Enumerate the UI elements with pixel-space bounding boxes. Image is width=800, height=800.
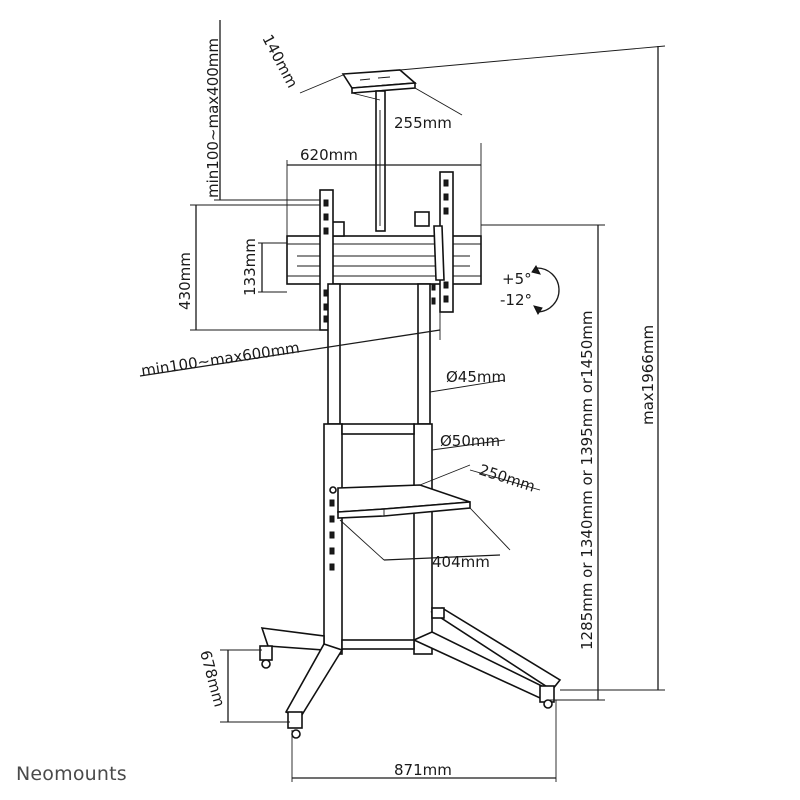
label-lower-pole-diameter: Ø50mm bbox=[440, 432, 500, 450]
label-shelf-width: 404mm bbox=[432, 553, 490, 571]
label-tray-depth: 140mm bbox=[258, 31, 301, 91]
label-plate-height: 430mm bbox=[176, 252, 194, 310]
label-base-width: 871mm bbox=[394, 761, 452, 779]
label-vesa-width-range: min100~max600mm bbox=[140, 338, 301, 379]
label-shelf-depth: 250mm bbox=[477, 461, 538, 496]
base-feet bbox=[259, 607, 562, 739]
label-base-depth: 678mm bbox=[196, 648, 228, 709]
shelf bbox=[329, 484, 471, 519]
label-vesa-height-range: min100~max400mm bbox=[204, 38, 222, 198]
label-tray-width: 255mm bbox=[394, 114, 452, 132]
brand-logo: Neomounts bbox=[16, 763, 127, 785]
label-center-heights: 1285mm or 1340mm or 1395mm or1450mm bbox=[578, 311, 596, 650]
mounting-plate bbox=[286, 171, 482, 331]
top-tray bbox=[341, 69, 417, 232]
label-tilt-up: +5° bbox=[502, 270, 532, 288]
dimension-lines bbox=[139, 20, 665, 782]
lower-poles bbox=[323, 423, 433, 655]
dimension-labels: 140mm min100~max400mm 255mm 620mm 430mm … bbox=[140, 31, 657, 779]
upper-poles bbox=[327, 283, 436, 425]
label-max-height: max1966mm bbox=[639, 325, 657, 425]
label-upper-pole-diameter: Ø45mm bbox=[446, 368, 506, 386]
label-rail-height: 133mm bbox=[241, 238, 259, 296]
label-tilt-down: -12° bbox=[500, 291, 532, 309]
label-plate-width: 620mm bbox=[300, 146, 358, 164]
tray-dimension-lines bbox=[299, 45, 666, 116]
